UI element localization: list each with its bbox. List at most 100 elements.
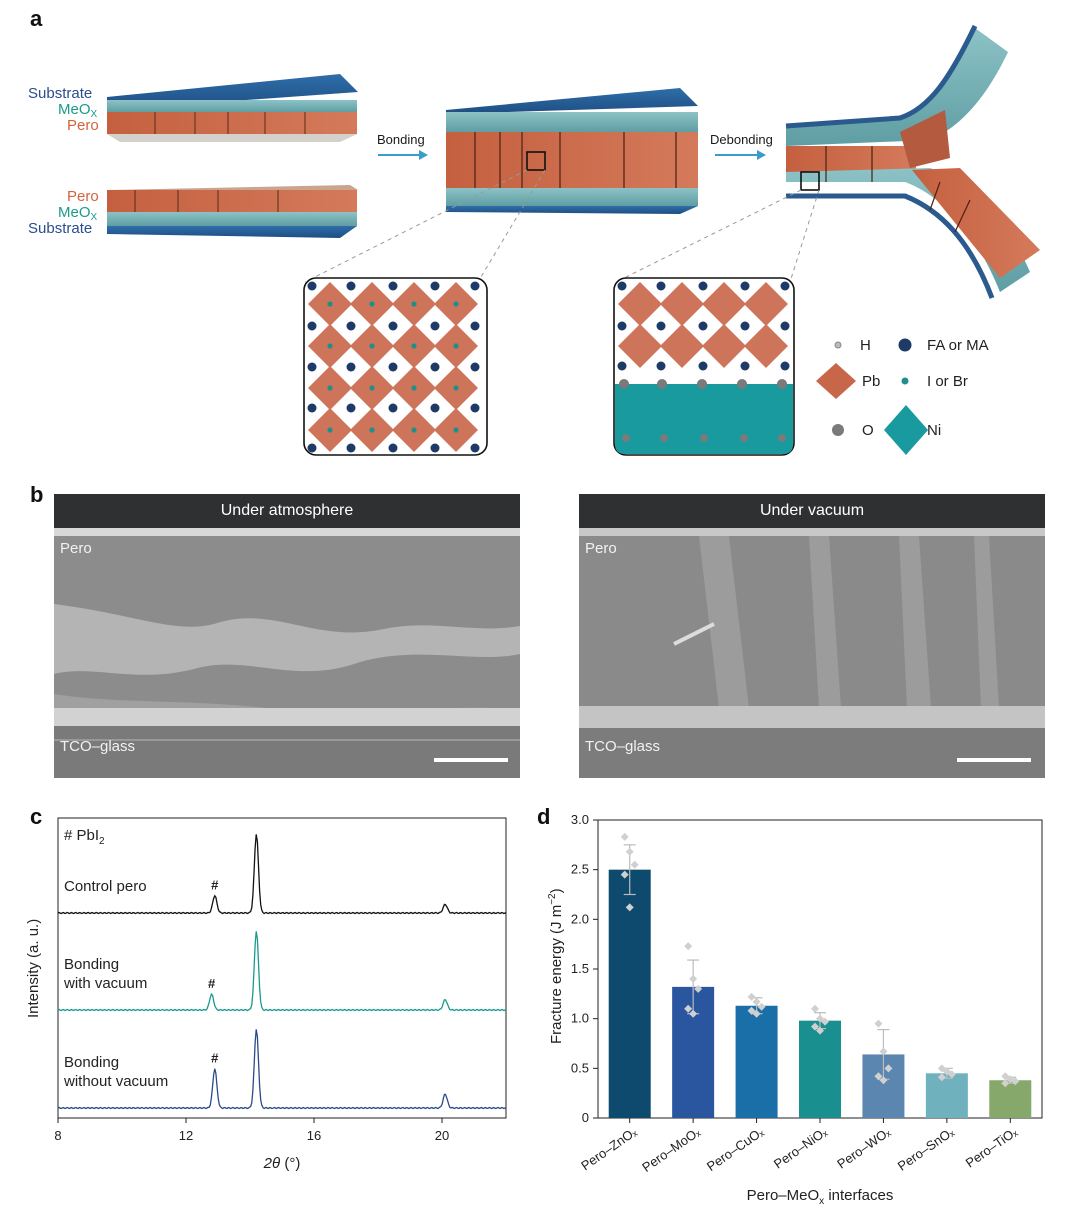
y-tick-label: 1.0: [571, 1011, 589, 1026]
data-point: [752, 1009, 761, 1018]
data-point: [821, 1017, 829, 1026]
label-substrate-bottom: Substrate: [28, 220, 93, 237]
data-point: [689, 974, 698, 983]
data-point: [630, 860, 639, 869]
data-point: [874, 1072, 883, 1081]
x-tick-label-2: Pero–CuOₓ: [704, 1124, 767, 1174]
zoom-lines: [304, 169, 820, 283]
data-point: [816, 1026, 824, 1035]
pbi2-peak-mark: #: [211, 1050, 219, 1065]
pbi2-note: # PbI2: [64, 827, 105, 847]
series-label-2: Bonding: [64, 1054, 119, 1071]
data-point: [942, 1067, 951, 1076]
data-point: [937, 1064, 946, 1073]
sem-label-pero-right: Pero: [585, 540, 617, 557]
stack-left-top: [107, 74, 358, 142]
xrd-line-2: [57, 1029, 507, 1110]
data-point: [747, 992, 756, 1001]
y-tick-label: 0.5: [571, 1060, 589, 1075]
label-pero-bottom: Pero: [67, 188, 99, 205]
series-label-1: Bonding: [64, 956, 119, 973]
x-axis-title: 2θ (°): [263, 1155, 301, 1172]
data-point: [811, 1004, 819, 1013]
x-tick-label: 20: [435, 1128, 449, 1143]
y-tick-label: 2.0: [571, 911, 589, 926]
data-point: [1011, 1077, 1020, 1086]
sem-header-atmosphere: Under atmosphere: [54, 494, 520, 528]
label-pero-top: Pero: [67, 117, 99, 134]
xrd-line-1: [57, 931, 507, 1012]
data-point: [752, 997, 761, 1006]
label-meox-top: MeOX: [58, 101, 98, 121]
sem-header-vacuum: Under vacuum: [579, 494, 1045, 528]
data-point: [684, 942, 693, 951]
stack-debonding: [785, 24, 1040, 299]
series-label-2: without vacuum: [63, 1073, 168, 1090]
x-axis-title: Pero–MeOx interfaces: [747, 1187, 894, 1207]
label-substrate-top: Substrate: [28, 85, 93, 102]
y-tick-label: 0: [582, 1110, 589, 1125]
stack-bonded: [446, 88, 698, 214]
legend-h: H: [860, 337, 871, 354]
data-point: [694, 984, 703, 993]
bonding-arrow: [378, 150, 428, 160]
bonding-schematic: [107, 24, 1040, 456]
data-point: [816, 1014, 824, 1023]
data-point: [874, 1019, 883, 1028]
panel-label-d: d: [537, 804, 551, 829]
sem-label-pero-left: Pero: [60, 540, 92, 557]
xrd-line-0: [57, 834, 507, 915]
y-tick-label: 3.0: [571, 812, 589, 827]
series-label-1: with vacuum: [63, 975, 147, 992]
data-point: [625, 847, 634, 856]
y-tick-label: 2.5: [571, 862, 589, 877]
perovskite-lattice: [303, 277, 488, 456]
data-point: [757, 1002, 766, 1011]
data-point: [684, 1004, 693, 1013]
x-tick-label: 16: [307, 1128, 321, 1143]
panel-label-c: c: [30, 804, 43, 829]
data-point: [879, 1076, 888, 1085]
sem-label-tco-right: TCO–glass: [585, 738, 661, 755]
data-point: [625, 903, 634, 912]
data-point: [689, 1009, 698, 1018]
bar-2: [735, 1005, 778, 1118]
legend-o: O: [862, 422, 874, 439]
atom-legend: [816, 338, 928, 455]
scale-bar-left: [434, 758, 508, 762]
bar-3: [799, 1020, 841, 1118]
bar-6: [989, 1080, 1032, 1118]
x-tick-label-0: Pero–ZnOₓ: [578, 1124, 640, 1174]
x-tick-label-1: Pero–MoOₓ: [639, 1124, 703, 1175]
data-point: [620, 870, 629, 879]
panel-label-a: a: [30, 6, 43, 31]
y-axis-title: Fracture energy (J m−2): [547, 888, 565, 1044]
x-tick-label: 8: [54, 1128, 61, 1143]
y-tick-label: 1.5: [571, 961, 589, 976]
legend-ni: Ni: [927, 422, 942, 439]
data-point: [1001, 1072, 1010, 1081]
sem-image-atmosphere: Under atmosphere Pero TCO–glass: [54, 494, 520, 778]
legend-fa-ma: FA or MA: [927, 337, 989, 354]
sem-label-tco-left: TCO–glass: [60, 738, 136, 755]
legend-i-br: I or Br: [927, 373, 968, 390]
sem-image-vacuum: Under vacuum Pero TCO–glass: [579, 494, 1045, 778]
x-tick-label-3: Pero–NiOₓ: [771, 1124, 830, 1172]
label-meox-bottom: MeOX: [58, 204, 98, 224]
data-point: [937, 1073, 946, 1082]
data-point: [879, 1047, 888, 1056]
x-tick-label-4: Pero–WOₓ: [834, 1124, 893, 1172]
bar-5: [925, 1073, 968, 1118]
panel-label-b: b: [30, 482, 44, 507]
data-point: [947, 1070, 956, 1079]
pbi2-peak-mark: #: [211, 877, 219, 892]
pbi2-peak-mark: #: [208, 976, 216, 991]
stack-left-bottom: [107, 185, 358, 238]
data-point: [1001, 1079, 1010, 1088]
series-label-0: Control pero: [64, 878, 147, 895]
interface-lattice: [613, 277, 795, 456]
x-tick-label: 12: [179, 1128, 193, 1143]
x-tick-label-5: Pero–SnOₓ: [895, 1124, 957, 1174]
